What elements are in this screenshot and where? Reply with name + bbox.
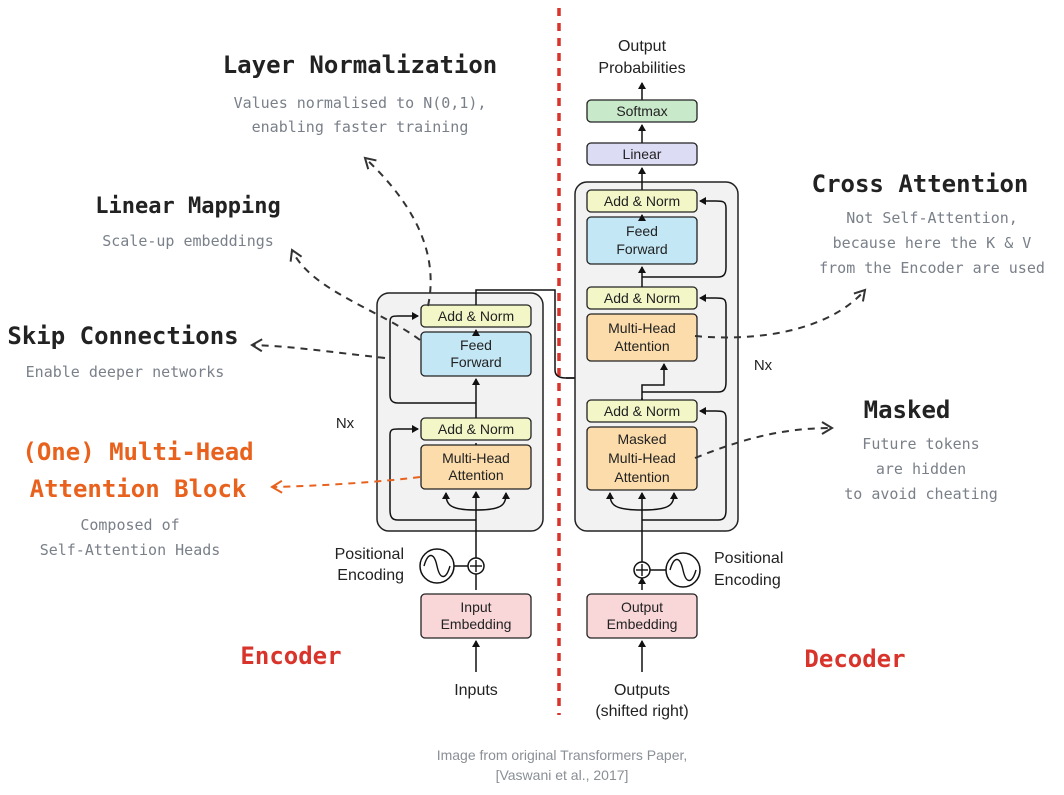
annotations: Layer Normalization Values normalised to… — [7, 51, 1044, 559]
encoder-positional-line2: Encoding — [337, 567, 404, 584]
softmax-box — [586, 99, 698, 123]
encoder-feed-forward-line2: Forward — [450, 354, 501, 370]
linear-box — [586, 142, 698, 166]
decoder-mha-line1: Multi-Head — [608, 320, 676, 336]
decoder-masked-mha-box — [586, 426, 698, 491]
input-embedding-line2: Embedding — [441, 616, 512, 632]
masked-desc-2: are hidden — [876, 460, 966, 478]
decoder-masked-mha-line3: Attention — [614, 469, 669, 485]
mha-block-desc-1: Composed of — [80, 516, 179, 534]
linear-mapping-arrow — [289, 248, 421, 341]
encoder-add-norm-top: Add & Norm — [438, 308, 514, 324]
encoder-feed-forward-line1: Feed — [460, 337, 492, 353]
cross-attention-desc-3: from the Encoder are used — [819, 259, 1045, 277]
mha-block-title-2: Attention Block — [30, 475, 247, 503]
decoder-nx: Nx — [754, 357, 773, 374]
output-probs-line2: Probabilities — [598, 60, 685, 77]
output-probs-line1: Output — [618, 38, 667, 55]
decoder-feed-forward-line2: Forward — [616, 241, 667, 257]
linear-label: Linear — [623, 146, 662, 162]
decoder-masked-mha-line1: Masked — [617, 431, 666, 447]
mha-block-arrow — [270, 476, 421, 494]
footer-line1: Image from original Transformers Paper, — [437, 747, 688, 763]
skip-connections-title: Skip Connections — [7, 322, 238, 350]
skip-connections-desc: Enable deeper networks — [26, 363, 225, 381]
layer-norm-desc-1: Values normalised to N(0,1), — [234, 94, 487, 112]
encoder-positional-line1: Positional — [335, 546, 404, 563]
encoder-mha-line1: Multi-Head — [442, 450, 510, 466]
decoder-mha-line2: Attention — [614, 338, 669, 354]
cross-attention-desc-1: Not Self-Attention, — [846, 209, 1018, 227]
decoder-label: Decoder — [804, 645, 905, 673]
masked-arrow — [694, 421, 834, 459]
encoder-block — [376, 292, 544, 532]
output-embedding-box — [586, 593, 698, 639]
decoder-add-norm-1-box — [586, 189, 698, 213]
decoder-feed-forward-line1: Feed — [626, 223, 658, 239]
encoder-label: Encoder — [240, 642, 341, 670]
output-embedding-line2: Embedding — [607, 616, 678, 632]
decoder-arrows — [606, 197, 727, 590]
layer-norm-arrow — [363, 156, 432, 307]
layer-norm-title: Layer Normalization — [223, 51, 498, 79]
output-embedding-line1: Output — [621, 599, 663, 615]
footer-line2: [Vaswani et al., 2017] — [496, 767, 629, 783]
linear-mapping-desc: Scale-up embeddings — [102, 232, 274, 250]
input-embedding-box — [420, 593, 532, 639]
decoder-add-norm-1: Add & Norm — [604, 193, 680, 209]
outputs-line1: Outputs — [614, 682, 670, 699]
decoder-masked-mha-line2: Multi-Head — [608, 450, 676, 466]
cross-attention-title: Cross Attention — [812, 170, 1029, 198]
mha-block-desc-2: Self-Attention Heads — [40, 541, 221, 559]
layer-norm-desc-2: enabling faster training — [252, 118, 469, 136]
encoder-arrows — [389, 289, 637, 590]
input-embedding-line1: Input — [460, 599, 491, 615]
softmax-label: Softmax — [616, 103, 667, 119]
decoder-mha-box — [586, 313, 698, 362]
decoder-positional-line2: Encoding — [714, 572, 781, 589]
decoder-add-norm-2: Add & Norm — [604, 290, 680, 306]
encoder-add-norm-bottom: Add & Norm — [438, 421, 514, 437]
decoder: Output Probabilities Softmax Linear Add … — [574, 38, 906, 720]
decoder-add-norm-3: Add & Norm — [604, 403, 680, 419]
linear-mapping-title: Linear Mapping — [95, 194, 280, 219]
cross-attention-desc-2: because here the K & V — [833, 234, 1032, 252]
encoder-nx: Nx — [336, 415, 355, 432]
masked-title: Masked — [864, 396, 951, 424]
skip-connections-arrow — [250, 338, 386, 359]
masked-desc-3: to avoid cheating — [844, 485, 998, 503]
encoder-mha-line2: Attention — [448, 467, 503, 483]
mha-block-title-1: (One) Multi-Head — [22, 438, 253, 466]
cross-attention-arrow — [694, 288, 867, 339]
outputs-line2: (shifted right) — [595, 703, 688, 720]
masked-desc-1: Future tokens — [862, 435, 979, 453]
encoder: Add & Norm Feed Forward Add & Norm Multi… — [240, 289, 637, 699]
decoder-positional-line1: Positional — [714, 550, 783, 567]
inputs-label: Inputs — [454, 682, 498, 699]
